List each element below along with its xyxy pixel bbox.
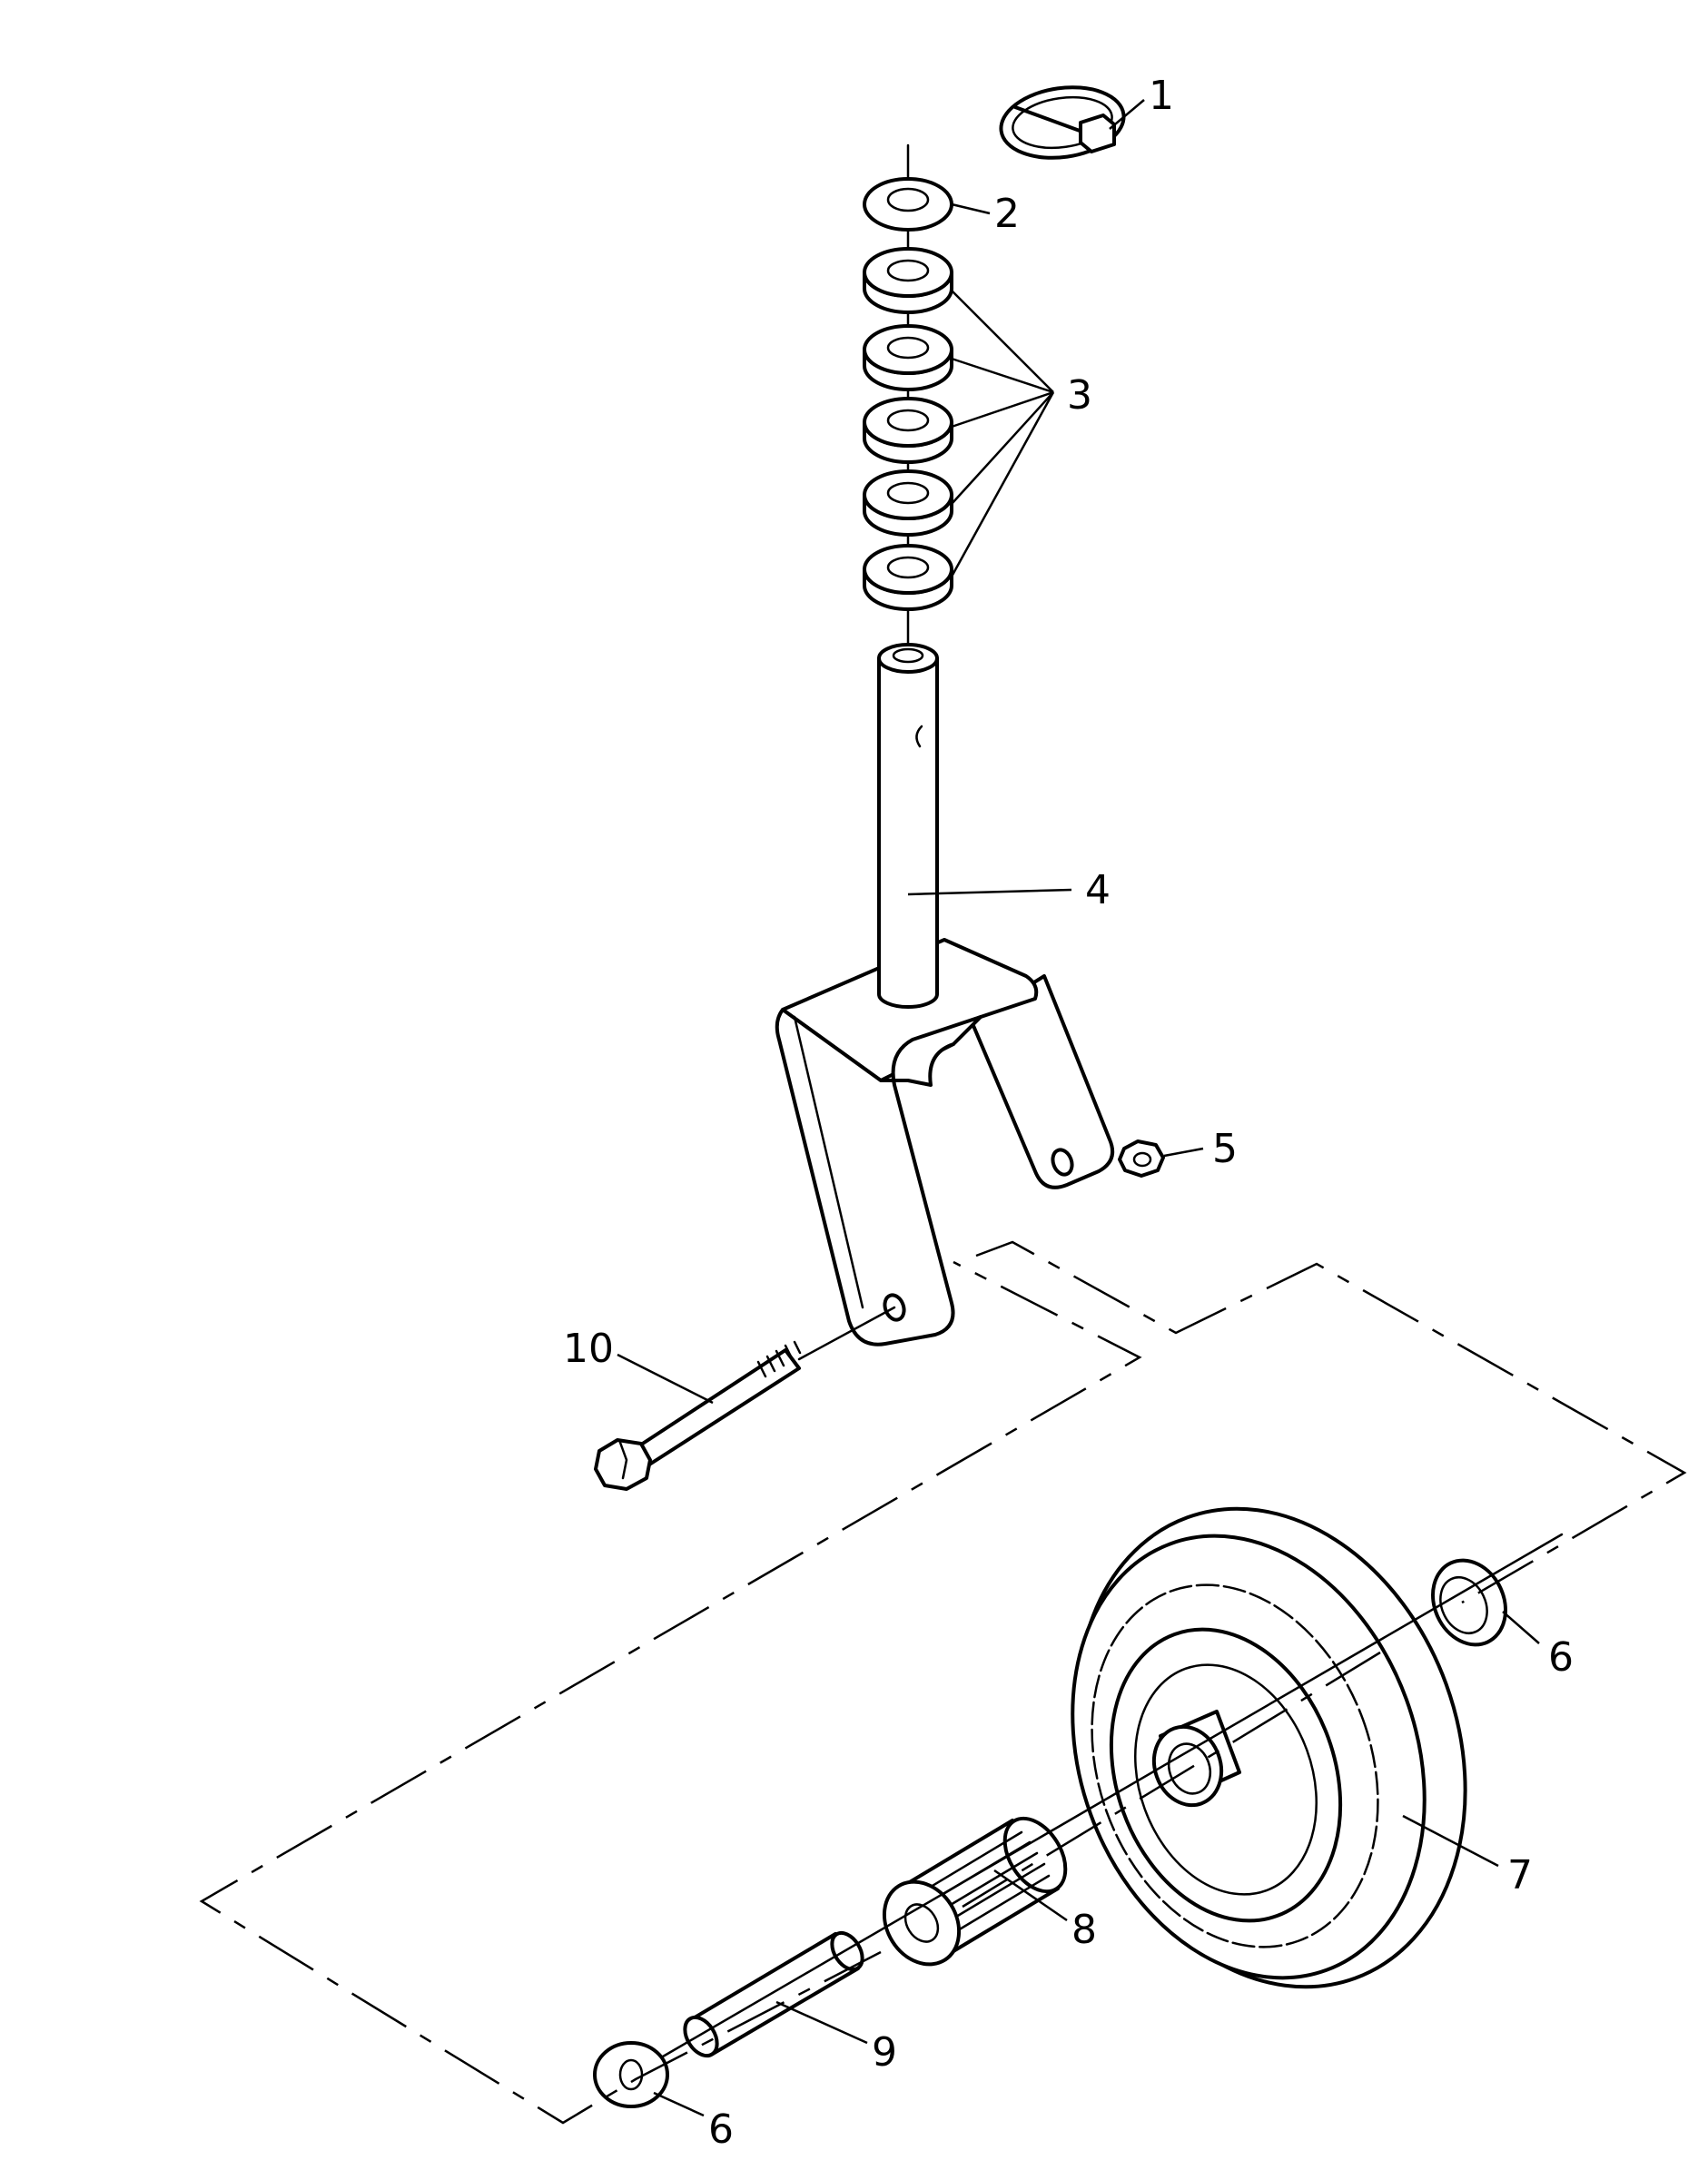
part-5-hex-nut xyxy=(1118,1139,1165,1178)
part-10-hex-bolt xyxy=(594,1340,802,1491)
spacer-washer xyxy=(863,324,953,391)
part-8-roller-bearing xyxy=(882,1816,1068,1967)
part-7-wheel xyxy=(1071,1506,1467,1989)
callout-7: 7 xyxy=(1507,1852,1533,1899)
bolt-axis-line xyxy=(797,1306,896,1361)
spacer-washer xyxy=(863,544,953,611)
callout-6-lower: 6 xyxy=(708,2106,734,2153)
assembly-phantom-outline xyxy=(199,1240,1687,2125)
callout-2: 2 xyxy=(994,191,1020,237)
callout-1: 1 xyxy=(1149,73,1174,119)
callout-3: 3 xyxy=(1067,372,1092,419)
part-1-lynch-pin xyxy=(999,85,1126,160)
callout-10: 10 xyxy=(563,1326,614,1372)
callout-9: 9 xyxy=(872,2029,897,2076)
axle-axis-line xyxy=(661,1533,1564,2058)
spacer-washer xyxy=(863,397,953,464)
part-6-bushing-lower xyxy=(593,2041,669,2108)
part-4-caster-fork xyxy=(775,643,1114,1346)
part-6-bushing-upper xyxy=(1431,1558,1507,1647)
spacer-washer xyxy=(863,247,953,314)
callout-4: 4 xyxy=(1085,867,1111,913)
callout-8: 8 xyxy=(1071,1907,1097,1953)
spacer-washer xyxy=(863,469,953,537)
part-9-axle-tube xyxy=(683,1930,864,2058)
callout-6-upper: 6 xyxy=(1548,1634,1574,1681)
part-2-flat-washer xyxy=(863,177,953,232)
leader-lines xyxy=(617,99,1540,2117)
callout-5: 5 xyxy=(1212,1126,1238,1172)
part-3-spacer-washers xyxy=(863,247,953,611)
